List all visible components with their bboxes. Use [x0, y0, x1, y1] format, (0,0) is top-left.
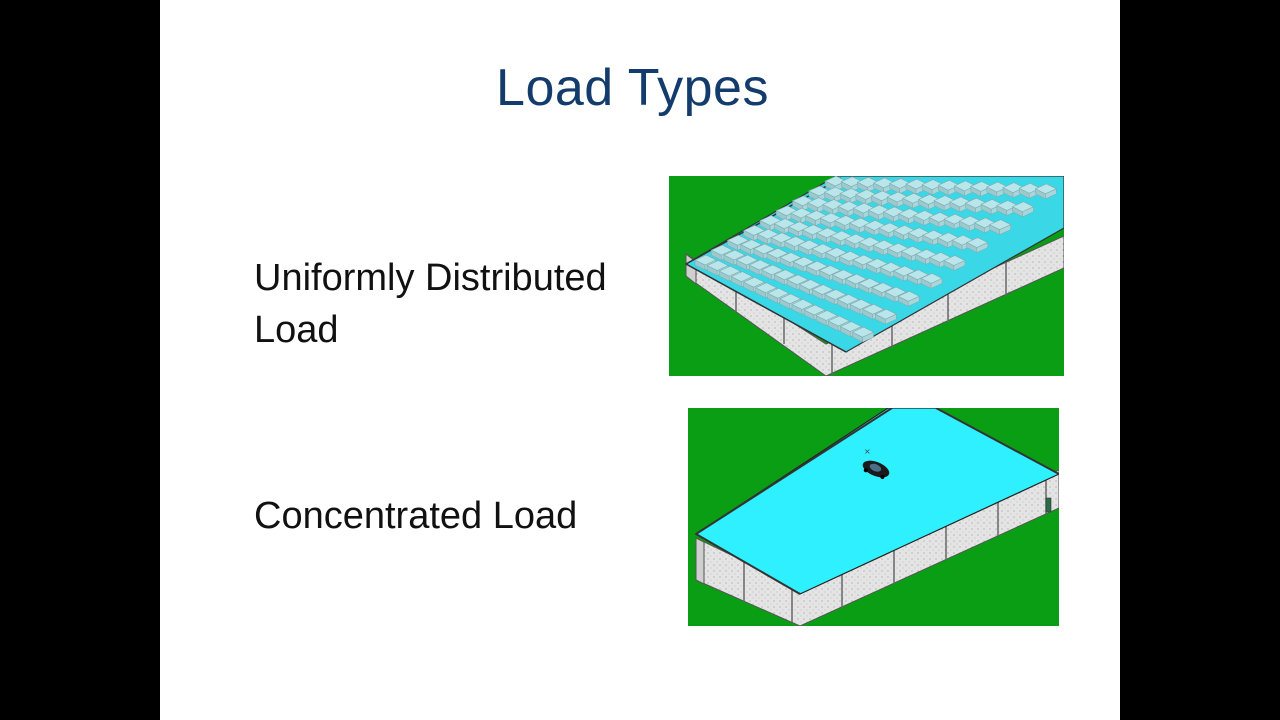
load-block — [886, 242, 910, 259]
load-block — [996, 200, 1019, 216]
load-block — [937, 179, 961, 196]
load-block — [902, 192, 925, 209]
udl-svg — [666, 176, 1064, 376]
label-uniformly-distributed-load: Uniformly Distributed Load — [254, 252, 674, 356]
load-block — [1034, 183, 1058, 200]
label-udl-line1: Uniformly Distributed — [254, 257, 607, 299]
building-concentrated-illustration: × — [688, 408, 1059, 626]
load-block — [897, 290, 920, 307]
load-block — [988, 219, 1012, 236]
page-title: Load Types — [496, 59, 769, 117]
load-block — [874, 308, 898, 325]
udl-load-blocks — [694, 176, 1058, 343]
label-udl-line2: Load — [254, 309, 339, 351]
load-block — [1011, 201, 1035, 218]
cl-svg: × — [694, 408, 1059, 626]
building-udl-illustration — [666, 176, 1064, 376]
slide: Load Types Uniformly Distributed Load Co… — [160, 0, 1120, 720]
label-concentrated-load: Concentrated Load — [254, 495, 578, 537]
load-block — [920, 273, 943, 289]
car-icon — [862, 460, 890, 480]
load-block — [851, 326, 875, 343]
svg-text:×: × — [864, 447, 871, 456]
load-block — [966, 237, 989, 253]
load-block — [943, 255, 966, 271]
